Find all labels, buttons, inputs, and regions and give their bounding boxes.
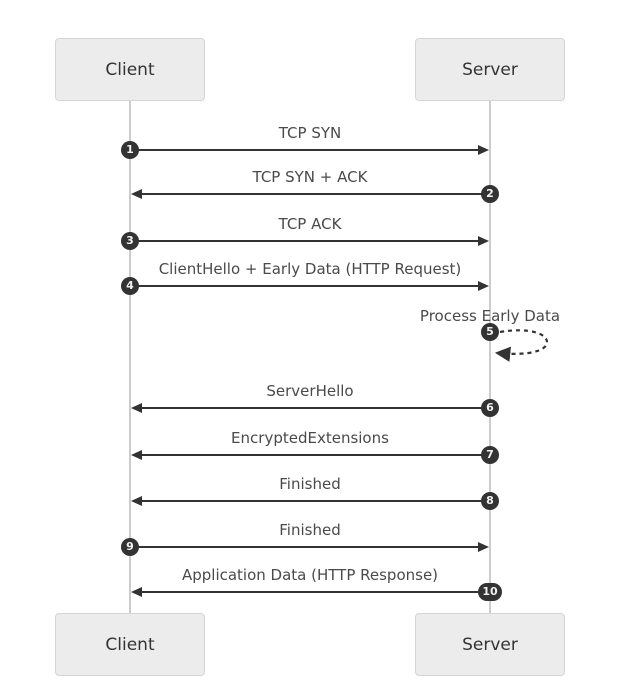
self-loop-arrow bbox=[494, 329, 549, 362]
sequence-number-badge: 8 bbox=[481, 492, 499, 510]
arrowhead-icon bbox=[478, 236, 489, 246]
message-line bbox=[140, 500, 489, 502]
arrowhead-icon bbox=[131, 450, 142, 460]
sequence-number-badge: 9 bbox=[121, 538, 139, 556]
message-label: EncryptedExtensions bbox=[231, 429, 389, 447]
sequence-number-badge: 2 bbox=[481, 185, 499, 203]
actor-label-client: Client bbox=[105, 634, 155, 655]
sequence-number-badge: 7 bbox=[481, 446, 499, 464]
arrowhead-icon bbox=[131, 189, 142, 199]
message-label: Finished bbox=[279, 521, 341, 539]
actor-box-client-top: Client bbox=[55, 38, 205, 101]
message-line bbox=[140, 591, 489, 593]
sequence-number-badge: 4 bbox=[121, 277, 139, 295]
message-label: ClientHello + Early Data (HTTP Request) bbox=[158, 260, 462, 278]
message-line bbox=[131, 149, 480, 151]
message-line bbox=[131, 240, 480, 242]
message-line bbox=[140, 407, 489, 409]
message-label: TCP ACK bbox=[278, 215, 342, 233]
sequence-number-badge: 10 bbox=[478, 583, 502, 601]
sequence-number-badge: 1 bbox=[121, 141, 139, 159]
arrowhead-icon bbox=[131, 496, 142, 506]
message-label: Application Data (HTTP Response) bbox=[181, 566, 439, 584]
arrowhead-icon bbox=[131, 403, 142, 413]
sequence-number-badge: 3 bbox=[121, 232, 139, 250]
arrowhead-icon bbox=[478, 281, 489, 291]
message-label: ServerHello bbox=[266, 382, 354, 400]
message-label: TCP SYN bbox=[278, 124, 342, 142]
arrowhead-icon bbox=[478, 145, 489, 155]
actor-box-client-bottom: Client bbox=[55, 613, 205, 676]
actor-label-client: Client bbox=[105, 59, 155, 80]
message-line bbox=[140, 454, 489, 456]
actor-label-server: Server bbox=[462, 634, 518, 655]
message-line bbox=[140, 193, 489, 195]
actor-label-server: Server bbox=[462, 59, 518, 80]
sequence-number-badge: 5 bbox=[481, 323, 499, 341]
message-label: TCP SYN + ACK bbox=[252, 168, 368, 186]
message-label: Finished bbox=[279, 475, 341, 493]
actor-box-server-bottom: Server bbox=[415, 613, 565, 676]
message-label: Process Early Data bbox=[419, 307, 561, 325]
sequence-number-badge: 6 bbox=[481, 399, 499, 417]
message-line bbox=[131, 546, 480, 548]
lifeline-client bbox=[129, 101, 131, 614]
arrowhead-icon bbox=[478, 542, 489, 552]
actor-box-server-top: Server bbox=[415, 38, 565, 101]
arrowhead-icon bbox=[131, 587, 142, 597]
lifeline-server bbox=[489, 101, 491, 614]
message-line bbox=[131, 285, 480, 287]
